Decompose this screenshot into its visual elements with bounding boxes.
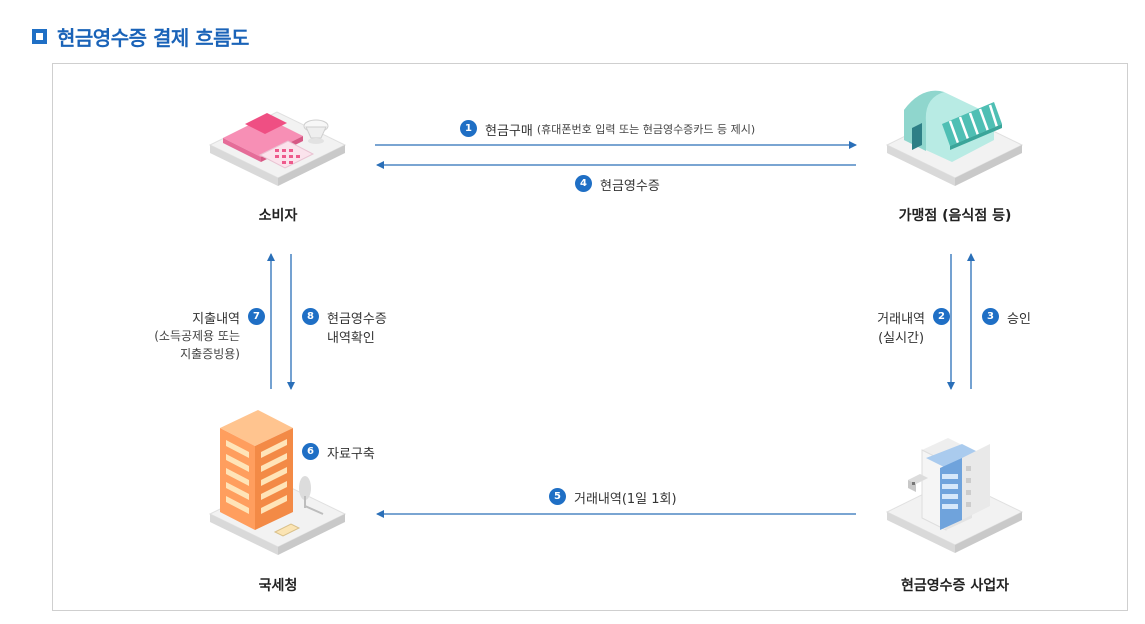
diagram-frame — [52, 63, 1128, 611]
step-1-badge: 1 — [460, 120, 477, 137]
flow-5-label: 5 거래내역(1일 1회) — [541, 488, 677, 507]
flow-6-label: 6 자료구축 — [294, 443, 375, 462]
flow-4-label: 4 현금영수증 — [567, 175, 660, 194]
flow-1-text: 현금구매 — [485, 124, 533, 139]
step-8-badge: 8 — [302, 308, 319, 325]
flow-3-text: 승인 — [1007, 312, 1031, 327]
step-7-badge: 7 — [248, 308, 265, 325]
flow-6-text: 자료구축 — [327, 447, 375, 462]
flow-7-text: 지출내역 — [192, 312, 240, 327]
merchant-illustration — [885, 90, 1024, 186]
flow-2-line1: 거래내역 — [877, 312, 925, 327]
node-merchant: 가맹점 (음식점 등) — [898, 208, 1012, 224]
consumer-illustration — [208, 111, 347, 186]
nts-illustration — [208, 410, 347, 555]
flow-7-label: 지출내역 (소득공제용 또는 지출증빙용) 7 — [154, 308, 265, 363]
step-3-badge: 3 — [982, 308, 999, 325]
flow-8-line2: 내역확인 — [327, 331, 375, 346]
flow-1-sub: (휴대폰번호 입력 또는 현금영수증카드 등 제시) — [536, 123, 756, 136]
step-2-badge: 2 — [933, 308, 950, 325]
flow-8-line1: 현금영수증 — [327, 312, 387, 327]
square-bullet-icon — [32, 29, 47, 44]
step-6-badge: 6 — [302, 443, 319, 460]
title-text: 현금영수증 결제 흐름도 — [57, 26, 249, 50]
flow-3-label: 3 승인 — [974, 308, 1031, 327]
flow-4-text: 현금영수증 — [600, 179, 660, 194]
flow-1-label: 1 현금구매 (휴대폰번호 입력 또는 현금영수증카드 등 제시) — [452, 120, 755, 139]
flow-7-sub1: (소득공제용 또는 — [154, 329, 240, 343]
flow-2-line2: (실시간) — [878, 331, 925, 346]
flow-5-text: 거래내역(1일 1회) — [574, 492, 677, 507]
step-5-badge: 5 — [549, 488, 566, 505]
flow-8-label: 8 현금영수증 내역확인 — [294, 308, 387, 346]
node-operator: 현금영수증 사업자 — [901, 578, 1009, 594]
flow-2-label: 거래내역 (실시간) 2 — [877, 308, 950, 346]
page-title: 현금영수증 결제 흐름도 — [32, 22, 249, 51]
node-consumer: 소비자 — [258, 208, 298, 224]
step-4-badge: 4 — [575, 175, 592, 192]
node-nts: 국세청 — [258, 578, 298, 594]
flow-7-sub2: 지출증빙용) — [180, 347, 240, 361]
operator-illustration — [885, 438, 1024, 553]
